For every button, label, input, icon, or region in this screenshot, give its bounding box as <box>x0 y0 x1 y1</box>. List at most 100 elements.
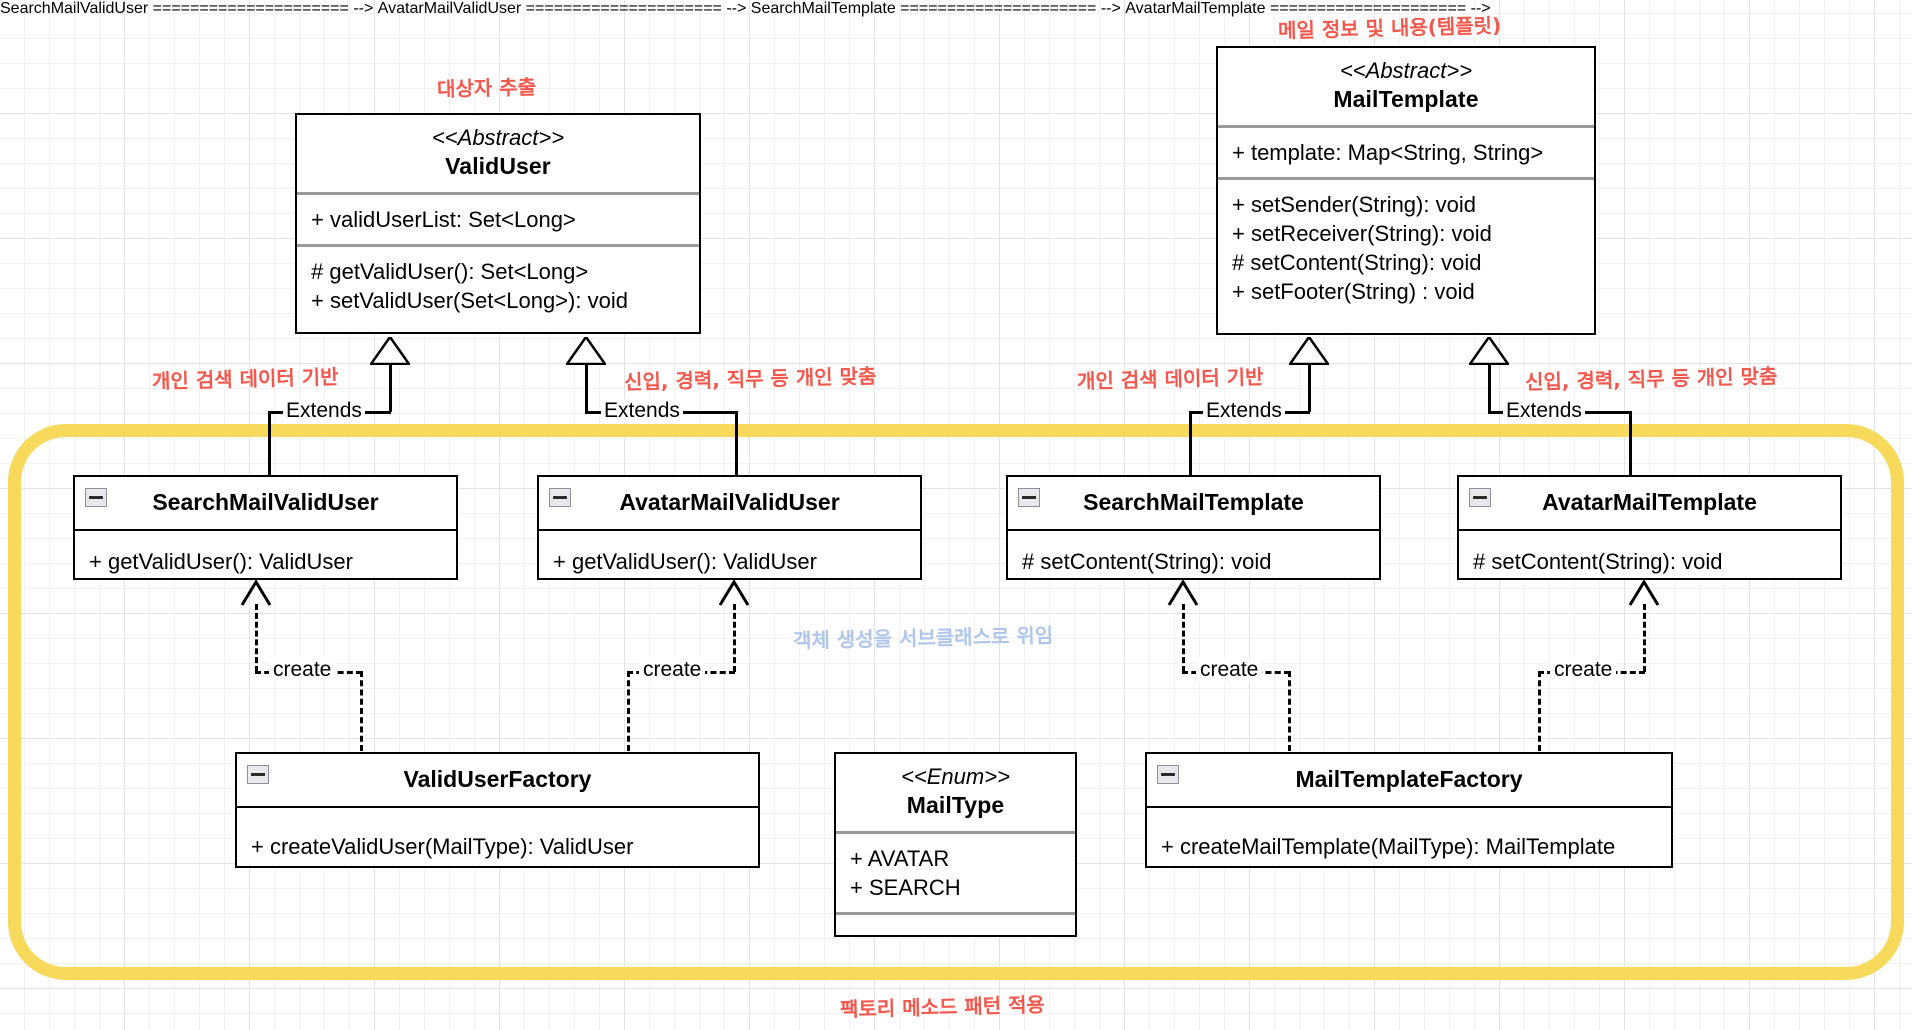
valid-user-factory-name: ValidUserFactory <box>403 766 592 792</box>
extends-label-avatar-valid-user: Extends <box>601 399 683 423</box>
generalization-triangle-search-valid-user <box>370 337 410 365</box>
method-row: + setFooter(String) : void <box>1232 279 1475 304</box>
generalization-triangle-avatar-valid-user <box>566 337 606 365</box>
generalization-line <box>1629 411 1632 475</box>
annotation-avatar-valid-user: 신입, 경력, 직무 등 개인 맞춤 <box>623 363 877 395</box>
separator <box>1459 529 1840 531</box>
separator <box>297 191 699 195</box>
dependency-line <box>1288 671 1291 751</box>
avatar-mail-template-methods: # setContent(String): void <box>1459 531 1840 586</box>
method-row: + createValidUser(MailType): ValidUser <box>251 834 634 859</box>
mail-template-factory-name: MailTemplateFactory <box>1295 766 1523 792</box>
mail-template-factory-header: MailTemplateFactory <box>1147 754 1671 806</box>
annotation-search-template: 개인 검색 데이터 기반 <box>1076 364 1264 394</box>
valid-user-methods: # getValidUser(): Set<Long> + setValidUs… <box>297 247 699 325</box>
dependency-line <box>627 671 630 751</box>
avatar-mail-template-header: AvatarMailTemplate <box>1459 477 1840 529</box>
annotation-search-valid-user: 개인 검색 데이터 기반 <box>151 364 339 394</box>
valid-user-stereotype: <<Abstract>> <box>431 125 565 150</box>
separator <box>1008 529 1379 531</box>
annotation-delegate-to-subclass: 객체 생성을 서브클래스로 위임 <box>792 623 1054 653</box>
avatar-mail-valid-user-header: AvatarMailValidUser <box>539 477 920 529</box>
generalization-line <box>1189 411 1192 475</box>
avatar-mail-valid-user-methods: + getValidUser(): ValidUser <box>539 531 920 586</box>
method-row: + createMailTemplate(MailType): MailTemp… <box>1161 834 1616 859</box>
annotation-mail-template: 메일 정보 및 내용(템플릿) <box>1277 13 1502 43</box>
dependency-line <box>1643 604 1646 672</box>
mail-type-stereotype: <<Enum>> <box>901 764 1010 789</box>
generalization-triangle-search-template <box>1289 337 1329 365</box>
class-box-avatar-mail-valid-user[interactable]: AvatarMailValidUser + getValidUser(): Va… <box>537 475 922 580</box>
extends-label-search-valid-user: Extends <box>283 399 365 423</box>
separator <box>297 243 699 247</box>
separator <box>237 806 758 808</box>
class-box-valid-user[interactable]: <<Abstract>> ValidUser + validUserList: … <box>295 113 701 334</box>
class-box-mail-template-factory[interactable]: MailTemplateFactory + createMailTemplate… <box>1145 752 1673 868</box>
annotation-factory-method-pattern: 팩토리 메소드 패턴 적용 <box>839 992 1046 1022</box>
generalization-line <box>1308 363 1311 412</box>
extends-label-avatar-template: Extends <box>1503 399 1585 423</box>
separator <box>1218 124 1594 128</box>
valid-user-attributes: + validUserList: Set<Long> <box>297 195 699 244</box>
attribute-row: + template: Map<String, String> <box>1232 139 1544 165</box>
separator <box>1147 806 1671 808</box>
separator <box>75 529 456 531</box>
avatar-mail-template-name: AvatarMailTemplate <box>1542 489 1757 515</box>
enum-value-row: + SEARCH <box>850 874 961 900</box>
collapse-icon[interactable] <box>85 488 107 507</box>
method-row: + getValidUser(): ValidUser <box>89 549 353 574</box>
create-label-search-valid-user: create <box>269 658 336 682</box>
search-mail-valid-user-header: SearchMailValidUser <box>75 477 456 529</box>
dependency-line <box>360 671 363 751</box>
dependency-arrowhead-search-valid-user <box>240 580 272 606</box>
method-row: # setContent(String): void <box>1232 249 1482 275</box>
mail-template-name: MailTemplate <box>1333 85 1479 112</box>
mail-type-header: <<Enum>> MailType <box>836 754 1075 831</box>
mail-template-attributes: + template: Map<String, String> <box>1218 128 1594 177</box>
dependency-arrowhead-search-template <box>1167 580 1199 606</box>
dependency-arrowhead-avatar-valid-user <box>718 580 750 606</box>
class-box-avatar-mail-template[interactable]: AvatarMailTemplate # setContent(String):… <box>1457 475 1842 580</box>
valid-user-header: <<Abstract>> ValidUser <box>297 115 699 192</box>
create-label-search-template: create <box>1196 658 1263 682</box>
valid-user-name: ValidUser <box>445 152 551 179</box>
class-box-mail-template[interactable]: <<Abstract>> MailTemplate + template: Ma… <box>1216 46 1596 335</box>
search-mail-valid-user-name: SearchMailValidUser <box>152 489 379 515</box>
method-row: # setContent(String): void <box>1022 549 1272 574</box>
dependency-arrowhead-avatar-template <box>1628 580 1660 606</box>
mail-template-methods: + setSender(String): void + setReceiver(… <box>1218 180 1594 316</box>
collapse-icon[interactable] <box>549 488 571 507</box>
create-label-avatar-valid-user: create <box>639 658 706 682</box>
generalization-line <box>389 363 392 412</box>
annotation-valid-user: 대상자 추출 <box>436 74 537 102</box>
avatar-mail-valid-user-name: AvatarMailValidUser <box>619 489 840 515</box>
mail-type-name: MailType <box>906 791 1005 818</box>
separator <box>1218 176 1594 180</box>
generalization-line <box>735 411 738 475</box>
mail-template-stereotype: <<Abstract>> <box>1339 58 1473 83</box>
create-label-avatar-template: create <box>1550 658 1617 682</box>
dependency-line <box>733 604 736 672</box>
collapse-icon[interactable] <box>247 765 269 784</box>
search-mail-valid-user-methods: + getValidUser(): ValidUser <box>75 531 456 586</box>
method-row: # getValidUser(): Set<Long> <box>311 258 589 284</box>
search-mail-template-header: SearchMailTemplate <box>1008 477 1379 529</box>
collapse-icon[interactable] <box>1018 488 1040 507</box>
search-mail-template-methods: # setContent(String): void <box>1008 531 1379 586</box>
generalization-line <box>585 363 588 412</box>
class-box-search-mail-template[interactable]: SearchMailTemplate # setContent(String):… <box>1006 475 1381 580</box>
method-row: + setSender(String): void <box>1232 191 1476 217</box>
generalization-line <box>1488 363 1491 412</box>
search-mail-template-name: SearchMailTemplate <box>1083 489 1304 515</box>
mail-type-values: + AVATAR + SEARCH <box>836 834 1075 912</box>
dependency-line <box>255 604 258 672</box>
collapse-icon[interactable] <box>1469 488 1491 507</box>
class-box-mail-type[interactable]: <<Enum>> MailType + AVATAR + SEARCH <box>834 752 1077 937</box>
mail-template-factory-methods: + createMailTemplate(MailType): MailTemp… <box>1147 808 1671 871</box>
class-box-search-mail-valid-user[interactable]: SearchMailValidUser + getValidUser(): Va… <box>73 475 458 580</box>
collapse-icon[interactable] <box>1157 765 1179 784</box>
method-row: + setValidUser(Set<Long>): void <box>311 287 628 313</box>
dependency-line <box>1538 671 1541 751</box>
class-box-valid-user-factory[interactable]: ValidUserFactory + createValidUser(MailT… <box>235 752 760 868</box>
